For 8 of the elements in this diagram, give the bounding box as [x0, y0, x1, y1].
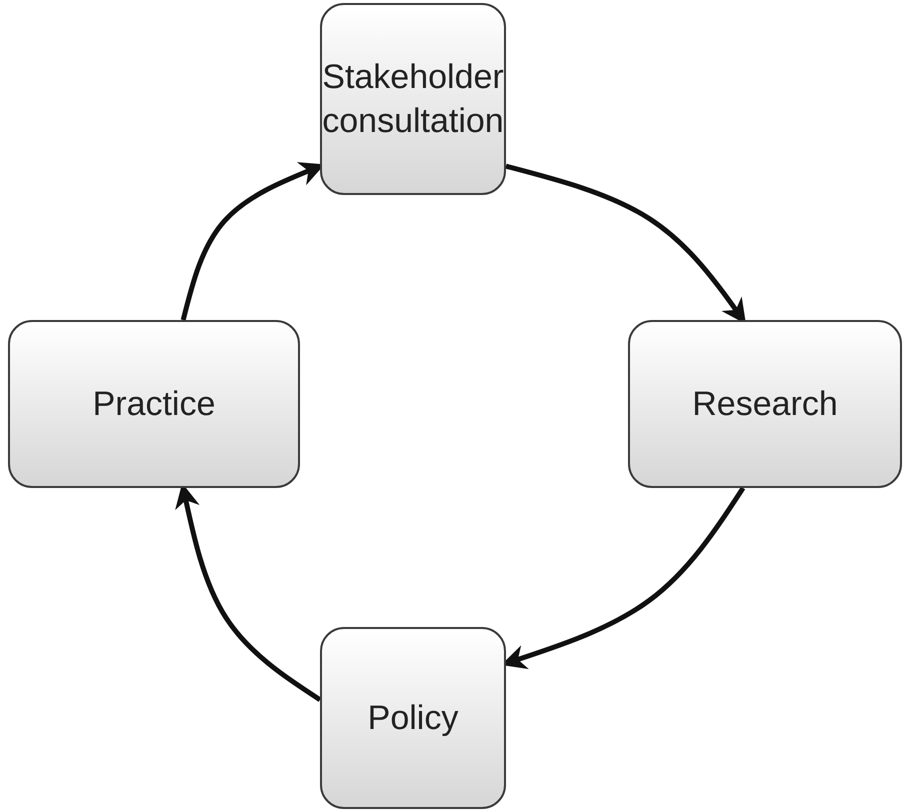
- box-label: Research: [692, 384, 838, 425]
- process-box: [628, 320, 902, 488]
- process-box: [8, 320, 300, 488]
- process-box: [320, 627, 506, 809]
- box-label: Stakeholder consultation: [322, 56, 504, 142]
- process-box: [320, 3, 506, 195]
- box-label: Policy: [368, 698, 458, 739]
- box-label: Practice: [92, 384, 216, 425]
